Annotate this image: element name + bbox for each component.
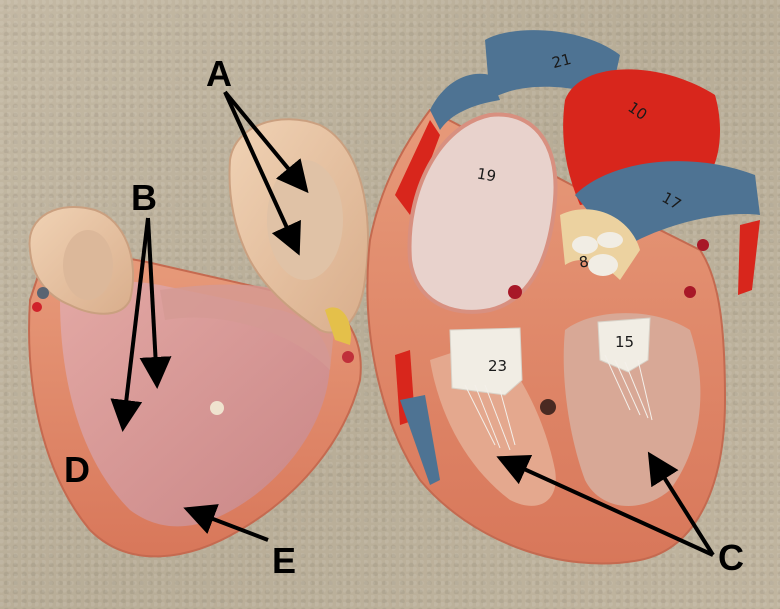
label-a: A <box>206 53 232 94</box>
label-b: B <box>131 177 157 218</box>
model-number-19: 19 <box>475 164 498 186</box>
right-heart-model <box>366 30 760 565</box>
label-c: C <box>718 537 744 578</box>
label-arrows <box>110 90 715 557</box>
label-d: D <box>64 449 90 490</box>
model-number-23: 23 <box>488 357 508 375</box>
model-number-15: 15 <box>615 333 635 351</box>
left-heart-piece <box>28 118 369 558</box>
label-e: E <box>272 540 297 581</box>
